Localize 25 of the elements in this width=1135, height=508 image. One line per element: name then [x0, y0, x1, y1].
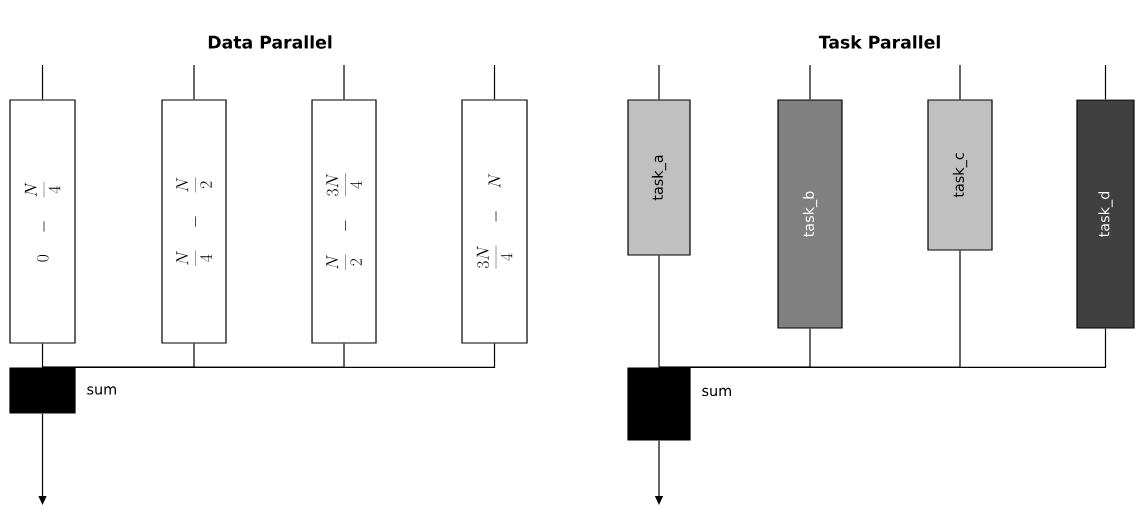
process-box: $\frac{3N}{4} \quad - \quad N$ — [461, 99, 528, 344]
node-caption: sum — [87, 386, 116, 395]
process-box: task_d — [1076, 99, 1135, 329]
connector-line — [658, 64, 660, 100]
arrow — [38, 412, 47, 505]
connector-line — [343, 64, 345, 100]
connector-line — [658, 328, 1107, 368]
panel-title: Task Parallel — [818, 35, 940, 49]
panel-title: Data Parallel — [208, 35, 332, 49]
connector-line — [658, 255, 660, 368]
process-box: task_b — [777, 99, 843, 329]
node-caption: sum — [702, 387, 731, 397]
connector-line — [959, 64, 961, 100]
process-box: task_a — [627, 99, 691, 256]
connector-line — [1104, 64, 1107, 100]
connector-line — [809, 64, 811, 100]
process-box: $\frac{N}{2} \quad - \quad \frac{3N}{4}$ — [311, 99, 377, 344]
connector-line — [41, 343, 44, 368]
process-box: $\frac{N}{4} \quad - \quad \frac{N}{2}$ — [161, 99, 227, 344]
process-box: task_c — [927, 99, 993, 251]
process-box: $0 \quad - \quad \frac{N}{4}$ — [9, 99, 76, 344]
connector-line — [193, 64, 195, 100]
connector-line — [41, 64, 44, 100]
connector-line — [41, 343, 496, 368]
connector-line — [493, 64, 496, 100]
